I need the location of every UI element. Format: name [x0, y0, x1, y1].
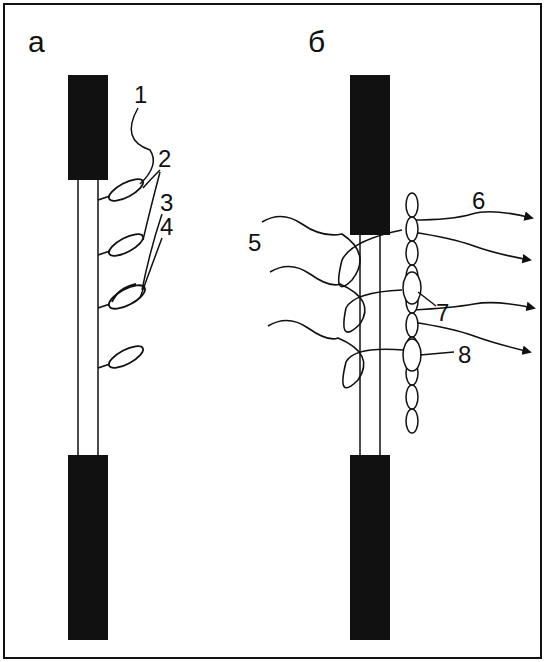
bacteria: [98, 175, 148, 372]
callout-number: 1: [132, 82, 149, 108]
panel-letter: a: [26, 26, 47, 58]
callout-number: 3: [158, 190, 175, 216]
leader-lines: [131, 108, 162, 298]
callout-number: 2: [156, 146, 173, 172]
frame: [4, 4, 541, 658]
callout-number: 5: [246, 230, 263, 256]
panel-b-wall: [350, 75, 390, 640]
leader-lines-b: [418, 292, 454, 355]
panel-letter: б: [306, 26, 327, 58]
callout-number: 7: [434, 300, 451, 326]
callout-number: 8: [456, 342, 473, 368]
panel-a-wall: [68, 75, 108, 640]
callout-number: 6: [470, 188, 487, 214]
hyphae: [262, 212, 534, 388]
spore-chain: [403, 193, 421, 433]
callout-number: 4: [158, 214, 175, 240]
